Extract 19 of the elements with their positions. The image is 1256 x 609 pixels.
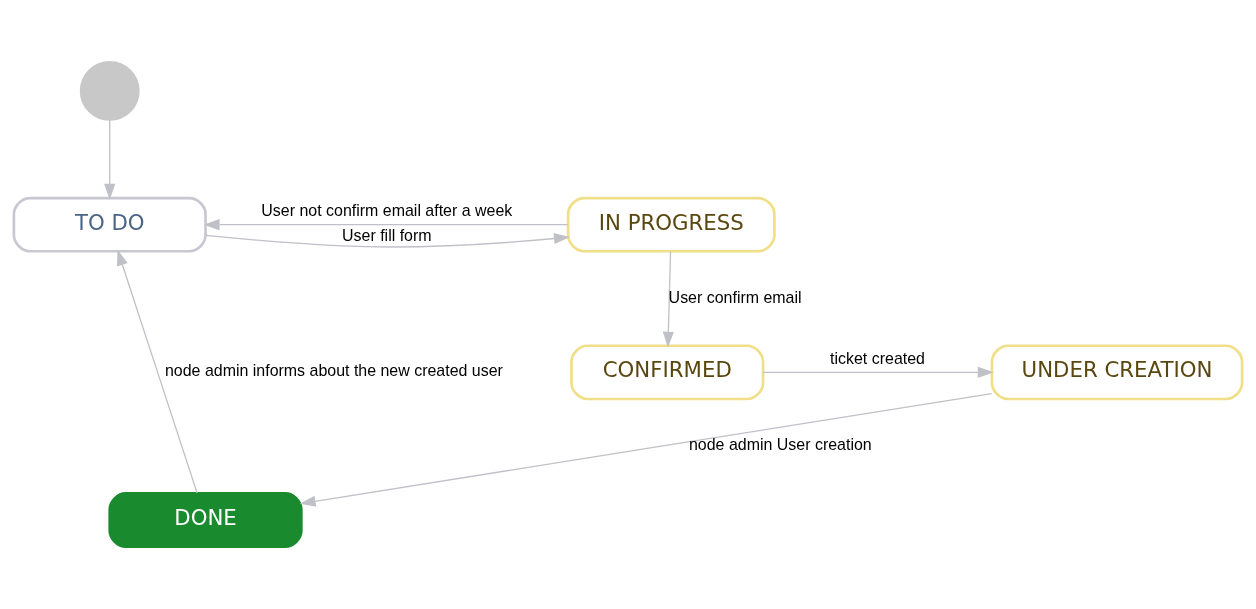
edge-label: User fill form [342, 227, 432, 245]
arrow [104, 119, 116, 200]
arrow [117, 249, 198, 494]
edge-label: ticket created [830, 349, 925, 367]
node-box: IN PROGRESS [566, 196, 776, 253]
node-box: DONE [108, 492, 303, 548]
edge-label: User not confirm email after a week [261, 202, 513, 220]
edge-label: node admin User creation [689, 436, 872, 454]
node-circle [79, 61, 140, 121]
arrow [299, 392, 993, 507]
arrow [203, 219, 569, 231]
edge-label: User confirm email [668, 288, 802, 306]
node-box: CONFIRMED [570, 344, 765, 401]
node-box: TO DO [12, 196, 207, 253]
arrow [205, 232, 570, 248]
arrow [662, 250, 674, 348]
node-box: UNDER CREATION [990, 344, 1244, 401]
arrow [762, 366, 994, 378]
edge-label: node admin informs about the new created user [164, 362, 503, 380]
